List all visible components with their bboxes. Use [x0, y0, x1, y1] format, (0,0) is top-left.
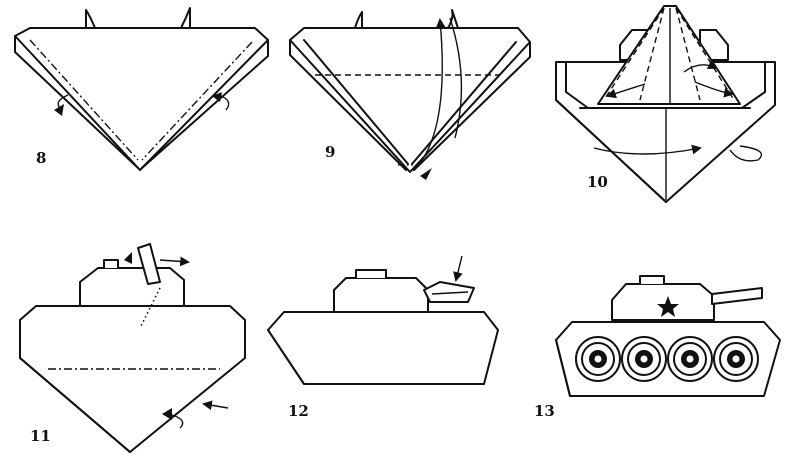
step-10-label: 10 [587, 173, 608, 191]
step-10-inner-right-fold [675, 7, 701, 101]
step-13-wheel [575, 336, 621, 382]
step-13-wheel [667, 336, 713, 382]
step-9-left-flap [289, 39, 407, 171]
step-8-right-flap [141, 39, 269, 169]
step-9-right-crease [411, 41, 517, 165]
step-10-left-fold-arrow [606, 83, 646, 99]
step-9-lift-arrow [415, 18, 446, 169]
step-11-gun [137, 243, 161, 285]
step-13-gun-barrel [711, 287, 763, 305]
step-10-peak-left-fold [603, 7, 665, 101]
step-12-hatch [355, 269, 387, 278]
step-12-label: 12 [288, 402, 309, 420]
step-8-left-fold [29, 39, 139, 161]
step-13-wheel [621, 336, 667, 382]
step-13-diagram: 13 [534, 275, 781, 420]
step-11-gun-arrow [159, 256, 190, 267]
step-11-small-arrowhead-icon [124, 252, 132, 264]
step-9-diagram: 9 [289, 9, 531, 180]
step-11-curve-arrow [171, 414, 184, 429]
step-10-peak-triangle [597, 5, 741, 105]
step-12-hull [267, 311, 499, 385]
step-12-gun-crease [431, 291, 469, 295]
step-8-triangle [14, 27, 269, 171]
step-9-return-arrow [449, 17, 463, 139]
step-11-push-arrow [202, 400, 229, 411]
step-8-left-arrowhead-icon [54, 104, 64, 116]
step-8-left-ear [85, 9, 96, 29]
step-10-turn-arrow [593, 144, 702, 155]
step-10-turn-loop [729, 145, 763, 162]
step-9-right-flap [413, 41, 531, 171]
step-10-left-flap [565, 61, 589, 109]
step-10-right-flap [741, 61, 766, 109]
step-8-right-ear [180, 7, 191, 29]
step-12-diagram: 12 [267, 255, 499, 420]
step-8-label: 8 [36, 149, 46, 167]
step-11-body-left-edge [19, 357, 131, 453]
step-9-left-crease [303, 39, 409, 165]
step-13-wheel [713, 336, 759, 382]
step-10-upper-arrow [683, 60, 718, 73]
step-9-left-ear [354, 11, 363, 29]
step-10-inner-left-fold [639, 7, 665, 101]
step-11-diagram: 11 [19, 243, 246, 453]
step-8-right-fold [141, 41, 253, 161]
step-11-hatch [103, 259, 119, 268]
step-9-tip-arrowhead-icon [420, 168, 432, 180]
step-9-label: 9 [325, 143, 335, 161]
step-11-turret [79, 267, 185, 307]
step-9-right-ear [447, 9, 459, 29]
step-13-hatch [639, 275, 665, 284]
step-9-triangle [289, 27, 531, 173]
step-10-right-fold-arrow [694, 81, 734, 98]
step-12-turret [333, 277, 429, 315]
step-11-turret-fold [139, 287, 161, 329]
step-8-diagram: 8 [14, 7, 269, 171]
step-13-hull-left [555, 339, 571, 397]
star-icon [657, 296, 679, 317]
step-8-right-arrowhead-icon [212, 92, 222, 102]
step-13-label: 13 [534, 402, 555, 420]
step-10-diagram: 10 [555, 5, 776, 203]
step-12-gun [423, 281, 475, 303]
step-10-peak-right-fold [675, 7, 735, 101]
step-12-hull-left [267, 329, 305, 385]
step-12-press-arrow [453, 255, 463, 282]
step-11-body [19, 305, 246, 453]
step-8-left-flap [14, 35, 139, 169]
step-11-label: 11 [30, 427, 51, 445]
step-11-curve-arrowhead-icon [162, 408, 172, 420]
